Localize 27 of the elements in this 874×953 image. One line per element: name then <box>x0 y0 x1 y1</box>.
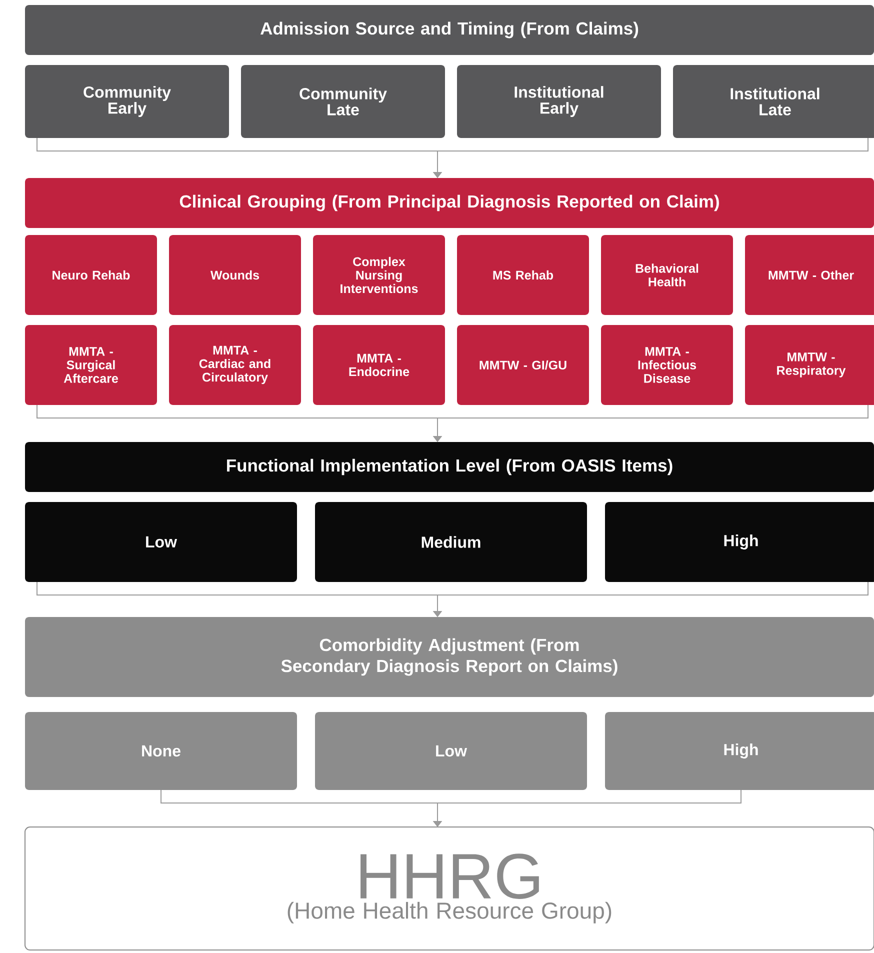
category-box: Behavioral Health <box>601 235 733 315</box>
category-box: MMTA - Endocrine <box>313 325 445 405</box>
category-box: Institutional Early <box>457 65 661 138</box>
category-box: Institutional Late <box>673 65 874 138</box>
category-box: Complex Nursing Interventions <box>313 235 445 315</box>
section-header: Comorbidity Adjustment (From Secondary Diagnosis Report on Claims) <box>25 617 874 697</box>
category-box: Community Late <box>241 65 445 138</box>
category-box: MMTA - Cardiac and Circulatory <box>169 325 301 405</box>
level-box: High <box>605 712 874 790</box>
category-box: Wounds <box>169 235 301 315</box>
category-box: MMTW - Respiratory <box>745 325 874 405</box>
level-box: None <box>25 712 297 790</box>
category-box: MMTW - Other <box>745 235 874 315</box>
category-box: MMTA - Infectious Disease <box>601 325 733 405</box>
section-header: Functional Implementation Level (From OASIS Items) <box>25 442 874 492</box>
level-box: High <box>605 502 874 582</box>
category-box: MMTW - GI/GU <box>457 325 589 405</box>
category-box: Community Early <box>25 65 229 138</box>
level-box: Low <box>315 712 587 790</box>
result-box: HHRG (Home Health Resource Group) <box>24 826 874 950</box>
section-header: Clinical Grouping (From Principal Diagnosis Reported on Claim) <box>25 178 874 228</box>
category-box: MS Rehab <box>457 235 589 315</box>
level-box: Low <box>25 502 297 582</box>
level-box: Medium <box>315 502 587 582</box>
category-box: MMTA - Surgical Aftercare <box>25 325 157 405</box>
category-box: Neuro Rehab <box>25 235 157 315</box>
section-header: Admission Source and Timing (From Claims) <box>25 5 874 55</box>
